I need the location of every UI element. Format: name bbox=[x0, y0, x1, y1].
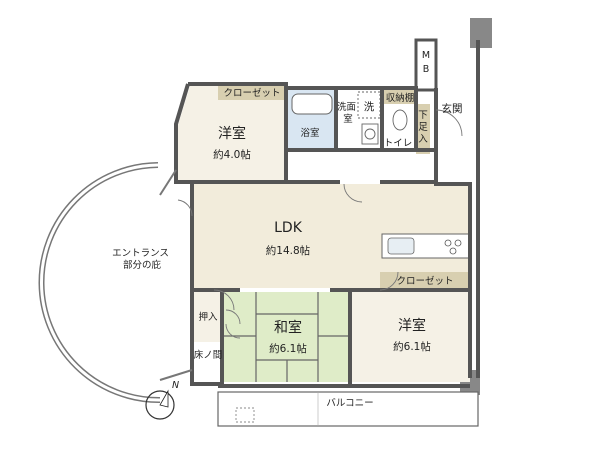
balcony bbox=[217, 391, 479, 427]
doors bbox=[177, 109, 463, 339]
entrance-label: 玄関 bbox=[442, 102, 463, 115]
tatami-lines bbox=[224, 292, 350, 382]
closet-top-label: クローゼット bbox=[223, 87, 280, 99]
oshiire-label: 押入 bbox=[198, 311, 218, 323]
western-room-1-name: 洋室 bbox=[218, 125, 246, 142]
japanese-room-name: 和室 bbox=[274, 319, 302, 336]
mb-label-char: B bbox=[423, 64, 430, 75]
entrance-eave-line-2: 部分の庇 bbox=[123, 259, 162, 271]
washroom-label-line-2: 室 bbox=[343, 113, 353, 125]
ldk-name: LDK bbox=[274, 220, 303, 236]
closet-top-band bbox=[218, 84, 286, 100]
bathtub bbox=[291, 93, 333, 115]
washroom-label: 洗面 室 bbox=[337, 101, 359, 125]
washer-label: 洗 bbox=[364, 101, 375, 113]
closet-kitchen-label: クローゼット bbox=[396, 275, 453, 287]
shoe-label-char: 下 bbox=[418, 110, 428, 121]
bathroom-label: 浴室 bbox=[300, 127, 319, 139]
balcony-label: バルコニー bbox=[326, 398, 373, 409]
room-labels: 洋室 約4.0帖 LDK 約14.8帖 和室 約6.1帖 洋室 約6.1帖 bbox=[213, 125, 431, 355]
washroom-label-line-1: 洗面 bbox=[337, 101, 356, 113]
entrance-eave-line-1: エントランス bbox=[112, 248, 169, 259]
shoe-label-char: 足 bbox=[418, 122, 428, 133]
closet-kitchen-band bbox=[380, 272, 470, 288]
western-room-2-area: 約6.1帖 bbox=[393, 340, 431, 353]
tokonoma-label: 床ノ間 bbox=[194, 349, 223, 361]
area-labels: クローゼット クローゼット 浴室 洗面 室 洗 収納棚 トイレ 下足入 玄関 M… bbox=[112, 50, 462, 409]
western-room-2-floor bbox=[352, 292, 470, 382]
toilet-fixture bbox=[392, 109, 408, 131]
storage-shelf-band bbox=[384, 90, 414, 104]
toilet-label: トイレ bbox=[384, 138, 413, 149]
north-arrow: N bbox=[145, 380, 179, 420]
oshiire-floor bbox=[194, 292, 222, 342]
entrance-eave bbox=[38, 162, 161, 404]
walls bbox=[174, 40, 480, 388]
western-room-1-floor bbox=[178, 86, 285, 180]
japanese-room-area: 約6.1帖 bbox=[269, 342, 307, 355]
western-room-1-area: 約4.0帖 bbox=[213, 148, 251, 161]
storage-shelf-label: 収納棚 bbox=[386, 92, 415, 104]
shoe-storage-label: 下足入 bbox=[418, 110, 428, 145]
western-room-2-name: 洋室 bbox=[398, 317, 426, 334]
shoe-storage-band bbox=[416, 104, 430, 154]
ldk-area: 約14.8帖 bbox=[266, 244, 311, 257]
shoe-label-char: 入 bbox=[418, 134, 428, 145]
windows bbox=[159, 169, 193, 381]
mb-label-char: M bbox=[422, 50, 430, 61]
kitchen-counter bbox=[381, 233, 471, 259]
north-label: N bbox=[172, 380, 179, 391]
entrance-eave-label: エントランス 部分の庇 bbox=[112, 248, 172, 271]
washbasin bbox=[361, 123, 379, 145]
